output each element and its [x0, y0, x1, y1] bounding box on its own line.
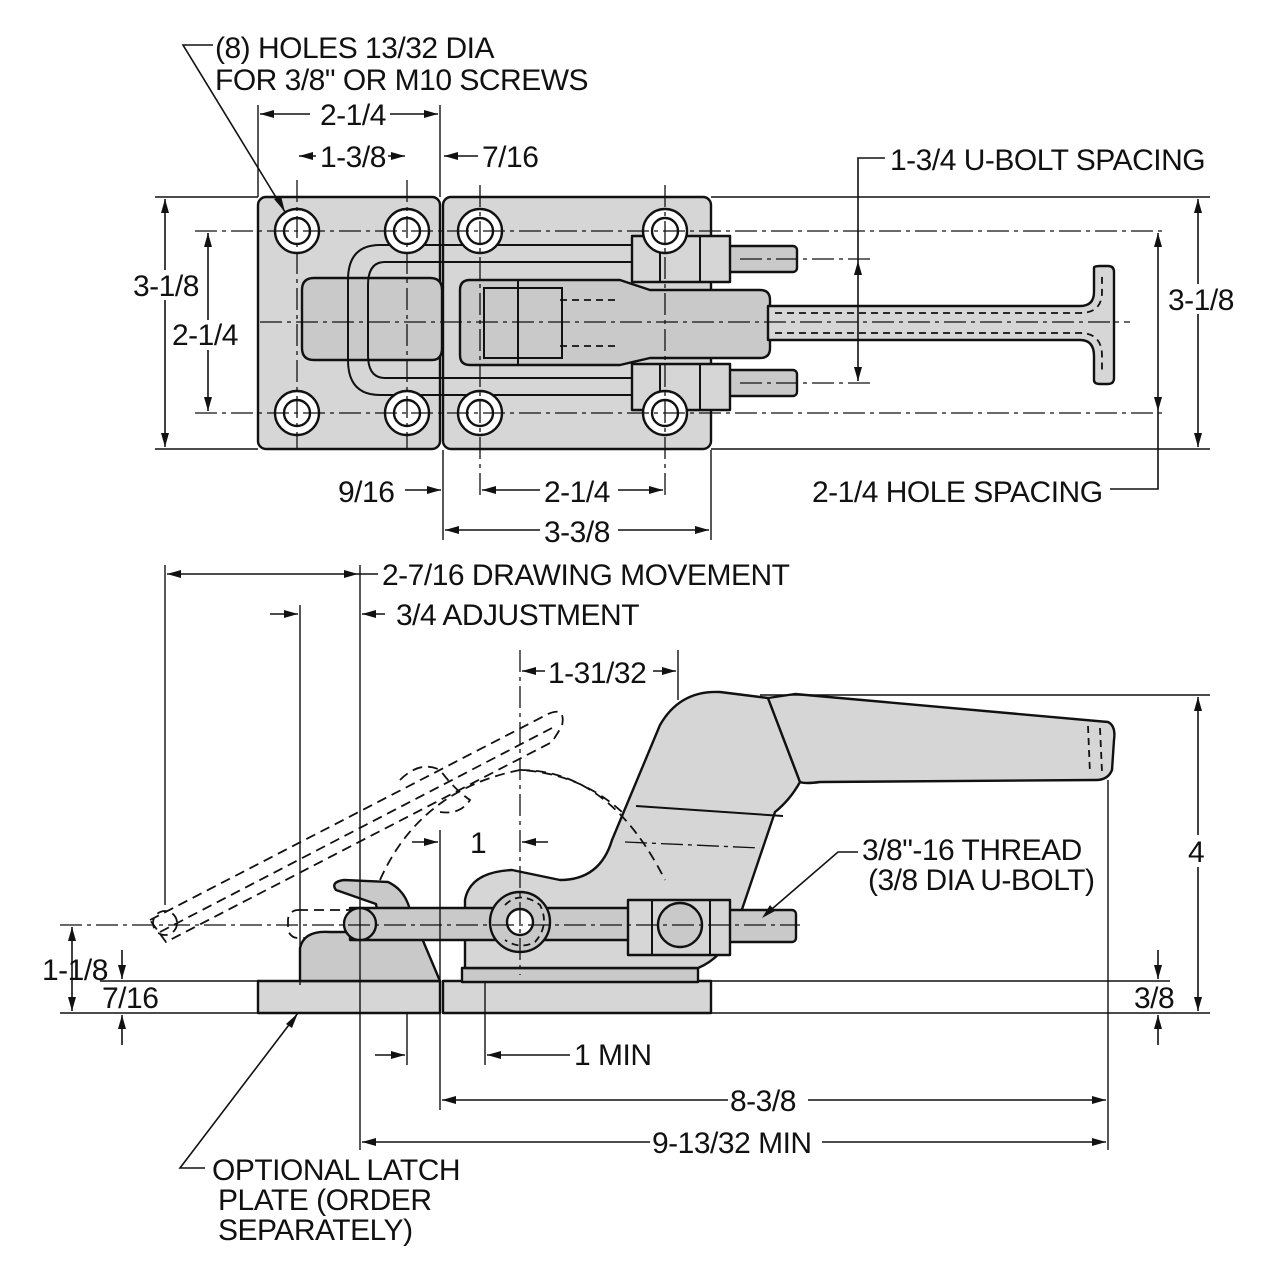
top-handle [766, 264, 1116, 386]
label-ubolt-spacing: 1-3/4 U-BOLT SPACING [890, 144, 1205, 177]
label-top-1-3-8: 1-3/8 [320, 141, 386, 174]
label-hole-spacing: 2-1/4 HOLE SPACING [812, 476, 1103, 509]
top-view [155, 44, 1210, 540]
label-top-2-1-4: 2-1/4 [320, 99, 386, 132]
label-1-1-8: 1-1/8 [42, 954, 108, 987]
dimension-labels: (8) HOLES 13/32 DIA FOR 3/8" OR M10 SCRE… [42, 32, 1238, 1247]
holes-note-line1: (8) HOLES 13/32 DIA [215, 32, 494, 65]
side-base-plate [441, 979, 713, 1015]
thread-note-line2: (3/8 DIA U-BOLT) [868, 864, 1095, 897]
holes-note-line2: FOR 3/8" OR M10 SCREWS [215, 64, 588, 97]
label-9-16: 9/16 [338, 476, 394, 509]
side-latch-hook [298, 878, 442, 983]
thread-leader [764, 851, 858, 916]
latch-note-line2: PLATE (ORDER [218, 1184, 431, 1217]
side-handle [766, 692, 1116, 785]
holes-note-leader [181, 44, 286, 213]
label-1-min: 1 MIN [574, 1039, 652, 1072]
latch-note-line1: OPTIONAL LATCH [212, 1154, 460, 1187]
thread-note-line1: 3/8"-16 THREAD [862, 834, 1082, 867]
label-drawing-movement: 2-7/16 DRAWING MOVEMENT [382, 559, 790, 592]
label-bottom-2-1-4: 2-1/4 [544, 476, 610, 509]
label-9-13-32: 9-13/32 MIN [652, 1127, 812, 1160]
latch-note-line3: SEPARATELY) [218, 1214, 413, 1247]
label-side-3-8: 3/8 [1134, 982, 1174, 1015]
swing-arc [519, 769, 666, 881]
label-top-7-16: 7/16 [482, 141, 538, 174]
label-3-3-8: 3-3/8 [544, 516, 610, 549]
label-right-3-1-8: 3-1/8 [1168, 284, 1234, 317]
label-left-3-1-8: 3-1/8 [133, 270, 199, 303]
top-u-bolt [347, 244, 640, 396]
label-8-3-8: 8-3/8 [730, 1085, 796, 1118]
label-side-7-16: 7/16 [102, 982, 158, 1015]
top-hook-block [300, 276, 444, 362]
label-4: 4 [1188, 836, 1204, 869]
latch-leader [178, 1012, 299, 1169]
label-1-31-32: 1-31/32 [548, 657, 646, 690]
label-1: 1 [470, 827, 486, 860]
side-view [60, 565, 1210, 1169]
label-left-2-1-4: 2-1/4 [172, 319, 238, 352]
label-adjustment: 3/4 ADJUSTMENT [396, 599, 639, 632]
side-latch-plate [256, 979, 442, 1015]
